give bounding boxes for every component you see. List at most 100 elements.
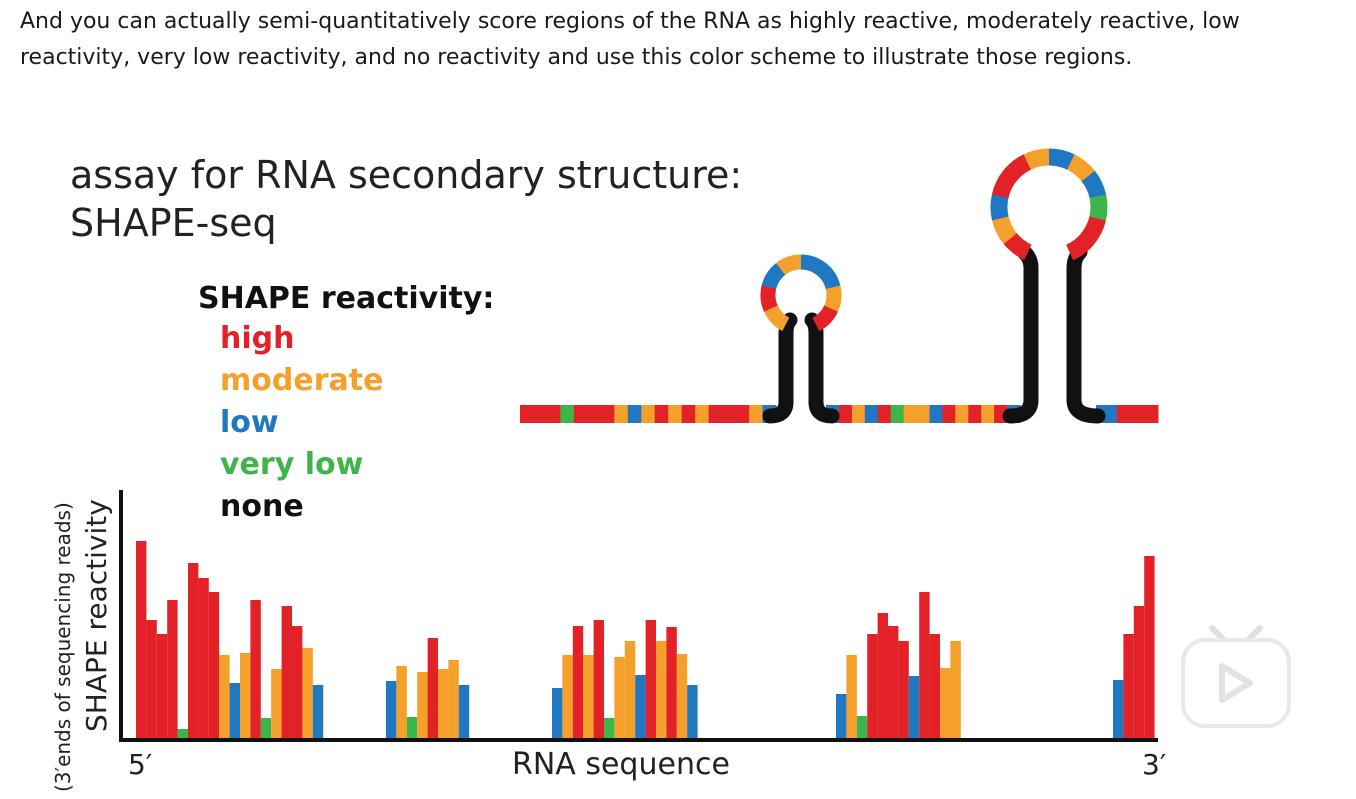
rna-strand-segment [1137, 405, 1159, 423]
bar [177, 729, 188, 738]
rna-loop-segment [823, 285, 842, 313]
legend: SHAPE reactivity: high moderate low very… [198, 281, 494, 524]
bar [219, 655, 230, 738]
rna-strand-segment [546, 405, 561, 423]
bar [856, 716, 868, 738]
bar [250, 600, 261, 738]
rna-strand-segment [838, 405, 853, 423]
video-play-icon[interactable] [1181, 625, 1291, 728]
bar [292, 626, 303, 738]
x-axis-label: RNA sequence [512, 747, 730, 782]
bar [448, 660, 459, 738]
legend-item-moderate: moderate [220, 363, 383, 398]
caption-text: And you can actually semi-quantitatively… [20, 9, 1240, 70]
bar [1133, 606, 1145, 738]
bar [281, 606, 292, 738]
bar [888, 626, 899, 738]
bar [593, 620, 604, 738]
bar [624, 641, 636, 738]
bar [836, 694, 847, 738]
rna-strand-segment [600, 405, 615, 423]
rna-loop-segment [1048, 148, 1076, 171]
bar [645, 620, 656, 738]
bar [198, 578, 209, 738]
rna-strand-segment [627, 405, 642, 423]
rna-loop-segment [1080, 216, 1106, 245]
rna-strand-segment [587, 405, 602, 423]
rna-loop-segment [812, 305, 838, 332]
rna-strand-segment [533, 405, 548, 423]
rna-strand-segment [851, 405, 866, 423]
rna-loop-segment [1065, 232, 1095, 261]
rna-strand-segment [668, 405, 683, 423]
rna-loop-segment [990, 193, 1009, 221]
bar [167, 600, 178, 738]
bar [562, 655, 573, 738]
x-axis-start-label: 5′ [128, 748, 152, 781]
bar [950, 641, 961, 738]
legend-item-low: low [220, 405, 279, 440]
bar [656, 641, 667, 738]
rna-loop-segment [1066, 154, 1096, 182]
bar [260, 718, 272, 738]
bar [908, 676, 920, 738]
rna-strand-segment [877, 405, 892, 423]
rna-strand-segment [560, 405, 575, 423]
rna-loop-segment [991, 170, 1018, 199]
bar [572, 626, 584, 738]
rna-loop-segment [761, 262, 786, 290]
bar [386, 681, 397, 738]
rna-strand-segment [654, 405, 669, 423]
bar [846, 655, 857, 738]
rna-strand-segment [735, 405, 750, 423]
bar [614, 657, 625, 738]
rna-strand-segment [695, 405, 710, 423]
bar [438, 669, 449, 738]
bar [1123, 634, 1134, 738]
bar [406, 717, 418, 738]
rna-strand-segment [573, 405, 588, 423]
y-axis-label: SHAPE reactivity [80, 499, 113, 732]
bar [940, 668, 951, 738]
rna-loop-segment [1003, 232, 1032, 261]
bar [676, 654, 688, 738]
rna-loop-segment [1003, 154, 1032, 182]
rna-strand-segment [942, 405, 956, 423]
bar [458, 685, 470, 738]
rna-stem-strand [1002, 244, 1039, 424]
bar [604, 718, 615, 738]
bar [929, 634, 940, 738]
rna-strand-segment [968, 405, 982, 423]
rna-loop-segment [800, 254, 827, 276]
rna-strand-segment [916, 405, 930, 423]
bar [396, 666, 407, 738]
bar [229, 683, 240, 738]
bar [302, 648, 313, 738]
rna-stem-strand [762, 312, 798, 424]
rna-strand-segment [641, 405, 656, 423]
bar [552, 688, 563, 738]
rna-stem-strand [804, 312, 840, 424]
rna-loop-segment [991, 215, 1018, 244]
bar [635, 675, 646, 738]
reactivity-bars [136, 541, 1155, 738]
bar [687, 685, 698, 738]
figure-title-line1: assay for RNA secondary structure: [70, 153, 742, 197]
bar [1144, 556, 1155, 738]
bar [188, 563, 199, 738]
rna-strand-segment [614, 405, 629, 423]
rna-stem-strand [1066, 244, 1106, 424]
rna-strand-segment [1116, 405, 1138, 423]
rna-loop-segment [1081, 170, 1107, 199]
rna-loop-segment [816, 263, 841, 290]
rna-strand-segment [981, 405, 995, 423]
x-axis-end-label: 3′ [1142, 748, 1166, 781]
bar [877, 613, 888, 738]
bar [583, 655, 594, 738]
rna-strand-segment [890, 405, 905, 423]
rna-loop-segment [763, 304, 790, 331]
bar [271, 669, 282, 738]
rna-strand-segment [955, 405, 969, 423]
shape-seq-figure: assay for RNA secondary structure: SHAPE… [30, 112, 1305, 799]
bar [666, 627, 677, 738]
